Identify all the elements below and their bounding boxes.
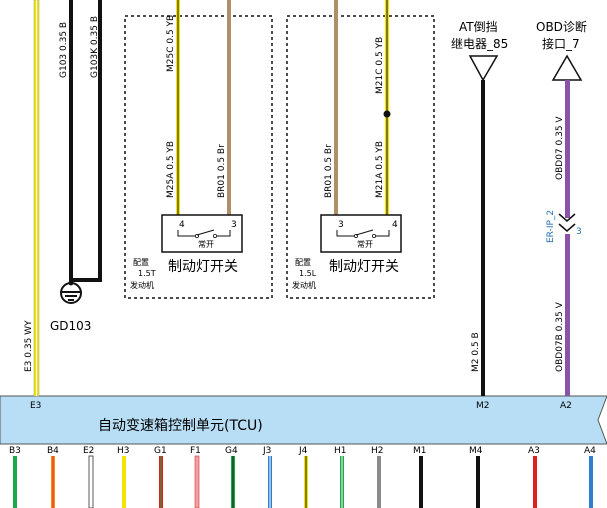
switch-1l5-frame [286, 15, 435, 299]
switch-1l5-pin-right: 4 [392, 220, 398, 230]
wire-h3 [122, 456, 126, 508]
wire-e3-label: E3 0.35 WY [24, 320, 34, 372]
wire-br01-1 [227, 0, 231, 215]
wire-m4 [476, 456, 480, 508]
tcu-pin-a3: A3 [528, 446, 540, 456]
at-relay-label-2: 继电器_85 [451, 37, 508, 51]
ground-label: GD103 [50, 319, 91, 333]
wire-f1 [194, 455, 200, 508]
wire-br01-2 [334, 0, 338, 215]
wire-obd07b-label: OBD07B 0.35 V [555, 301, 565, 372]
wire-j3 [268, 456, 272, 508]
ground-icon [60, 280, 82, 304]
wire-h1 [340, 456, 344, 508]
obd-connector-icon [551, 54, 583, 81]
tcu-pin-b3: B3 [9, 446, 21, 456]
tcu-pin-m1: M1 [413, 446, 427, 456]
wire-m21a-label: M21A 0.5 YB [375, 141, 385, 198]
switch-1t5-config-2: 1.5T [138, 269, 156, 278]
switch-1l5-contact-label: 常开 [357, 240, 373, 249]
wire-g1 [159, 456, 163, 508]
wire-g103 [69, 0, 73, 282]
wire-m21c-label: M21C 0.5 YB [375, 37, 385, 94]
wire-j4 [304, 456, 308, 508]
tcu-pin-j3: J3 [262, 446, 271, 456]
wire-obd07b [565, 234, 570, 396]
tcu-pin-f1: F1 [190, 446, 201, 456]
tcu-pin-e3: E3 [30, 401, 41, 411]
wire-e2 [88, 455, 94, 508]
tcu-bottom-wires [13, 455, 593, 508]
tcu-pin-a2: A2 [560, 401, 572, 411]
tcu-title: 自动变速箱控制单元(TCU) [98, 418, 263, 434]
wire-g103-label: G103 0.35 B [59, 22, 69, 78]
switch-1l5-config-3: 发动机 [292, 280, 316, 290]
tcu-pin-g1: G1 [154, 446, 167, 456]
tcu-pin-m4: M4 [469, 446, 483, 456]
inline-connector-icon [558, 213, 576, 232]
switch-1l5-name: 制动灯开关 [329, 259, 399, 275]
wire-br01-2-label: BR01 0.5 Br [324, 144, 334, 198]
wire-m2 [481, 80, 485, 396]
switch-1t5-frame [124, 15, 273, 299]
at-relay-label-1: AT倒挡 [459, 20, 498, 34]
tcu-pin-h1: H1 [334, 446, 347, 456]
wire-m25c-label: M25C 0.5 YB [166, 15, 176, 72]
tcu-pin-j4: J4 [298, 446, 308, 456]
wire-m25c [176, 0, 180, 215]
switch-1t5-name: 制动灯开关 [168, 259, 238, 275]
tcu-pin-g4: G4 [225, 446, 238, 456]
switch-1t5-config-1: 配置 [133, 258, 149, 267]
wire-g4 [231, 456, 235, 508]
switch-1l5-config-1: 配置 [295, 258, 311, 267]
tcu-bottom-pins: B3 B4 E2 H3 G1 F1 G4 J3 J4 H1 H2 M1 M4 A… [9, 446, 596, 456]
tcu-pin-b4: B4 [47, 446, 59, 456]
at-relay-connector-icon [468, 55, 499, 82]
tcu-pin-a4: A4 [584, 446, 596, 456]
switch-1l5-config-2: 1.5L [299, 269, 317, 278]
wire-a3 [533, 456, 537, 508]
wire-e3 [33, 0, 40, 397]
wire-h2 [377, 456, 381, 508]
switch-contact-icon [336, 229, 390, 238]
tcu-pin-h2: H2 [371, 446, 384, 456]
wire-br01-1-label: BR01 0.5 Br [217, 144, 227, 198]
obd-label-2: 接口_7 [542, 36, 580, 51]
switch-1t5-pin-left: 4 [179, 220, 185, 230]
wire-m1 [419, 456, 423, 508]
wire-b4 [51, 456, 55, 508]
wire-obd07 [565, 80, 570, 218]
switch-1t5-config-3: 发动机 [130, 280, 154, 290]
switch-1t5-contact-label: 常开 [198, 240, 214, 249]
splice-dot [383, 110, 391, 118]
wire-m25a-label: M25A 0.5 YB [166, 141, 176, 198]
tcu-module [0, 395, 607, 445]
wire-a4 [589, 456, 593, 508]
wire-g103k-label: G103K 0.35 B [90, 16, 100, 78]
tcu-pin-m2: M2 [476, 401, 490, 411]
inline-connector-pin: 3 [576, 227, 582, 237]
wire-b3 [13, 456, 17, 508]
obd-label-1: OBD诊断 [536, 19, 587, 34]
wire-m2-label: M2 0.5 B [471, 332, 481, 372]
switch-1l5-pin-left: 3 [338, 220, 344, 230]
tcu-pin-h3: H3 [117, 446, 130, 456]
switch-1t5-pin-right: 3 [231, 220, 237, 230]
inline-connector-label: ER-IP_2 [546, 210, 556, 243]
switch-contact-icon [177, 229, 231, 238]
tcu-pin-e2: E2 [83, 446, 94, 456]
wire-g103k [73, 0, 102, 282]
wire-m21c [385, 0, 389, 215]
wire-obd07-label: OBD07 0.35 V [555, 116, 565, 180]
